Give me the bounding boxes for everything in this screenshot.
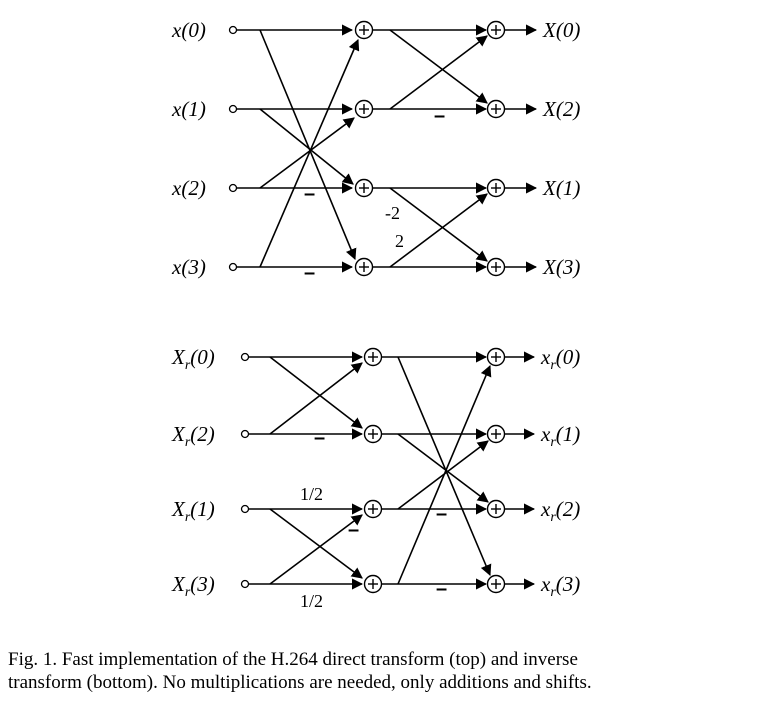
adder-icon <box>354 20 374 40</box>
caption-line-1: Fig. 1. Fast implementation of the H.264… <box>8 649 578 670</box>
bottom-stage1-adders <box>363 347 383 594</box>
top-output-label-0: X(0) <box>542 18 580 42</box>
bottom-output-label-3: xr(3) <box>540 572 580 600</box>
adder-icon <box>486 424 506 444</box>
bottom-output-arrows <box>505 351 536 590</box>
bottom-input-node-3 <box>240 579 250 589</box>
caption-line-2: transform (bottom). No multiplications a… <box>8 672 592 693</box>
top-input-node-1 <box>228 104 238 114</box>
adder-icon <box>354 99 374 119</box>
top-input-node-3 <box>228 262 238 272</box>
top-minus-sign-a: – <box>304 183 315 205</box>
adder-icon <box>486 347 506 367</box>
bottom-input-node-1 <box>240 429 250 439</box>
adder-icon <box>363 499 383 519</box>
top-transform: x(0) x(1) x(2) x(3) – – <box>171 18 580 284</box>
adder-icon <box>363 347 383 367</box>
adder-icon <box>486 499 506 519</box>
top-input-label-3: x(3) <box>171 255 206 279</box>
bottom-minus-sign-c: – <box>436 503 447 525</box>
top-input-label-1: x(1) <box>171 97 206 121</box>
bottom-stage1-edges <box>249 351 364 590</box>
top-output-arrows <box>505 24 538 273</box>
bottom-transform: Xr(0) Xr(2) Xr(1) Xr(3) – – <box>171 345 580 611</box>
adder-icon <box>486 178 506 198</box>
top-output-label-3: X(3) <box>542 255 580 279</box>
top-stage1-edges <box>237 24 360 273</box>
top-stage2-adders <box>486 20 506 277</box>
top-coef-two: 2 <box>395 231 404 251</box>
bottom-output-label-1: xr(1) <box>540 422 580 450</box>
bottom-coef-half-bottom: 1/2 <box>300 591 323 611</box>
adder-icon <box>354 257 374 277</box>
top-stage1-adders <box>354 20 374 277</box>
top-output-label-1: X(2) <box>542 97 580 121</box>
top-coef-neg-two: -2 <box>385 203 400 223</box>
top-input-label-0: x(0) <box>171 18 206 42</box>
top-minus-sign-c: – <box>434 105 445 127</box>
adder-icon <box>363 424 383 444</box>
bottom-output-label-2: xr(2) <box>540 497 580 525</box>
bottom-stage2-adders <box>486 347 506 594</box>
adder-icon <box>354 178 374 198</box>
adder-icon <box>363 574 383 594</box>
top-stage2-edges <box>373 24 488 273</box>
bottom-input-node-2 <box>240 504 250 514</box>
bottom-output-label-0: xr(0) <box>540 345 580 373</box>
adder-icon <box>486 99 506 119</box>
bottom-input-node-0 <box>240 352 250 362</box>
bottom-coef-half-top: 1/2 <box>300 484 323 504</box>
top-minus-sign-b: – <box>304 262 315 284</box>
top-input-node-0 <box>228 25 238 35</box>
bottom-input-label-3: Xr(3) <box>171 572 215 600</box>
top-input-label-2: x(2) <box>171 176 206 200</box>
bottom-minus-sign-b: – <box>348 519 359 541</box>
bottom-stage2-edges <box>382 351 492 590</box>
bottom-input-label-0: Xr(0) <box>171 345 215 373</box>
figure-caption: Fig. 1. Fast implementation of the H.264… <box>8 648 768 694</box>
adder-icon <box>486 257 506 277</box>
top-output-label-2: X(1) <box>542 176 580 200</box>
bottom-input-label-1: Xr(2) <box>171 422 215 450</box>
top-input-node-2 <box>228 183 238 193</box>
bottom-minus-sign-a: – <box>314 427 325 449</box>
adder-icon <box>486 20 506 40</box>
bottom-input-label-2: Xr(1) <box>171 497 215 525</box>
adder-icon <box>486 574 506 594</box>
bottom-minus-sign-d: – <box>436 578 447 600</box>
